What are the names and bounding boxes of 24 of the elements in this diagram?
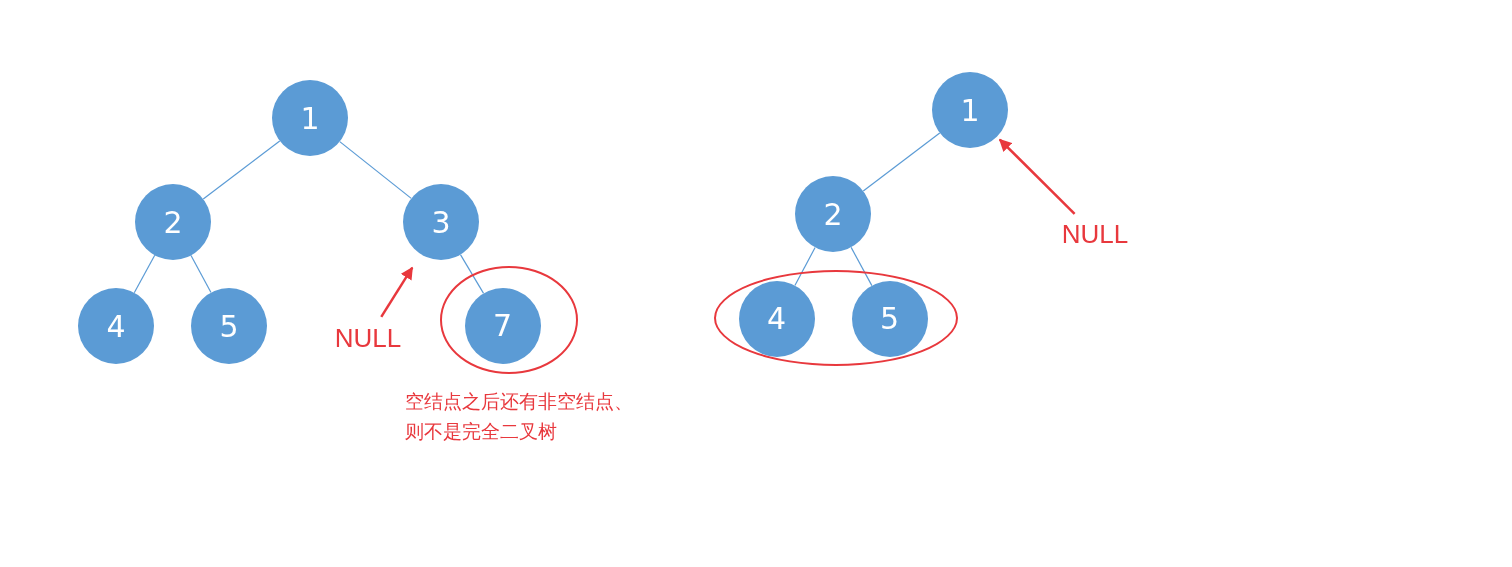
connector-line bbox=[850, 246, 873, 287]
null-label: NULL bbox=[332, 322, 404, 354]
highlight-ellipse bbox=[714, 270, 958, 366]
tree-node: 3 bbox=[403, 184, 479, 260]
highlight-ellipse bbox=[440, 266, 578, 374]
connector-line bbox=[133, 254, 156, 294]
null-label: NULL bbox=[1059, 218, 1131, 250]
pointer-arrow bbox=[380, 266, 414, 318]
tree-node: 4 bbox=[738, 280, 815, 357]
connector-line bbox=[202, 140, 281, 200]
tree-node: 5 bbox=[191, 288, 267, 364]
tree-node: 1 bbox=[932, 72, 1008, 148]
tree-node: 4 bbox=[78, 288, 154, 364]
connector-line bbox=[794, 246, 816, 287]
connector-line bbox=[190, 254, 212, 294]
tree-node: 1 bbox=[272, 80, 348, 156]
connector-line bbox=[339, 141, 412, 199]
pointer-arrow bbox=[998, 138, 1076, 215]
connector-line bbox=[862, 132, 941, 192]
annotation-text: 空结点之后还有非空结点、则不是完全二叉树 bbox=[405, 389, 634, 444]
tree-node: 5 bbox=[851, 280, 928, 357]
tree-node: 2 bbox=[135, 184, 211, 260]
tree-node: 7 bbox=[464, 287, 541, 364]
tree-node: 2 bbox=[795, 176, 871, 252]
